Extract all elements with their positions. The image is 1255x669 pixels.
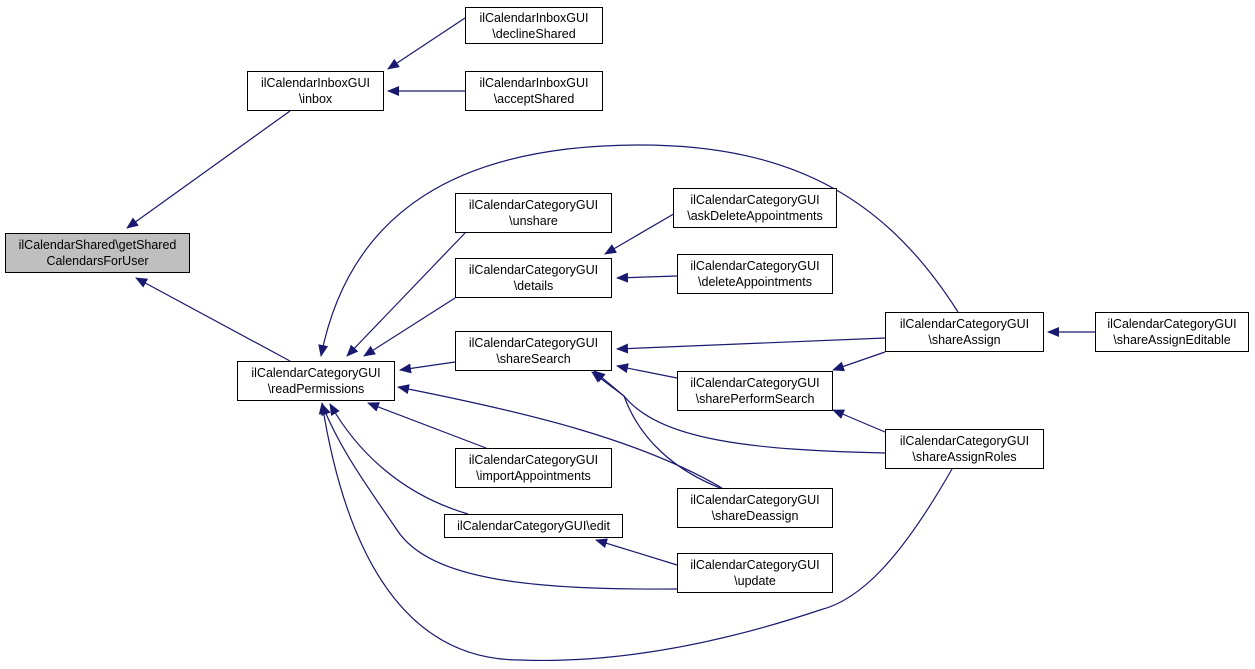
edge-unshare-to-readPermissions: [346, 232, 466, 357]
edge-shareAssign-to-sharePerformSearch: [832, 351, 886, 372]
node-unshare[interactable]: ilCalendarCategoryGUI \unshare: [455, 193, 612, 233]
edge-shareDeassign-to-shareSearch: [591, 371, 721, 489]
node-sharedeassign[interactable]: ilCalendarCategoryGUI \shareDeassign: [677, 488, 833, 528]
edge-update-to-readPermissions: [321, 403, 678, 590]
node-label-line-2: \askDeleteAppointments: [687, 209, 823, 223]
node-acceptshared[interactable]: ilCalendarInboxGUI \acceptShared: [465, 71, 603, 111]
edge-shareAssignRoles-to-readPermissions: [318, 402, 953, 661]
node-label-line-1: ilCalendarCategoryGUI: [899, 317, 1030, 331]
edge-importAppointments-to-readPermissions: [367, 402, 487, 449]
edge-shareAssignRoles-to-shareSearch: [593, 370, 886, 454]
node-update[interactable]: ilCalendarCategoryGUI \update: [677, 553, 833, 593]
node-label-line-2: \shareAssignEditable: [1113, 333, 1231, 347]
node-label-line-2: \shareAssign: [928, 333, 1001, 347]
node-sharesearch[interactable]: ilCalendarCategoryGUI \shareSearch: [455, 331, 612, 371]
node-label-line-1: ilCalendarCategoryGUI: [468, 263, 599, 277]
node-label-line-1: ilCalendarCategoryGUI: [690, 259, 820, 273]
node-label-line-2: \deleteAppointments: [698, 275, 812, 289]
edge-shareAssign-to-readPermissions: [318, 144, 959, 357]
node-label-line-1: ilCalendarCategoryGUI: [690, 493, 820, 507]
node-label-line-2: \shareDeassign: [711, 509, 799, 523]
node-label-line-2: CalendarsForUser: [46, 254, 149, 268]
edge-inbox-to-root: [126, 110, 291, 229]
edge-shareAssignRoles-to-sharePerformSearch: [832, 409, 886, 433]
node-importappointments[interactable]: ilCalendarCategoryGUI \importAppointment…: [455, 448, 612, 488]
edge-declineShared-to-inbox: [387, 17, 466, 70]
node-label-line-1: ilCalendarCategoryGUI\edit: [457, 519, 610, 533]
edge-shareDeassign-to-readPermissions: [397, 384, 723, 489]
node-shareassigneditable[interactable]: ilCalendarCategoryGUI \shareAssignEditab…: [1095, 312, 1249, 352]
edge-edit-to-readPermissions: [329, 403, 469, 515]
edge-sharePerformSearch-to-shareSearch: [616, 363, 678, 379]
node-label-line-1: ilCalendarShared\getShared: [18, 238, 177, 252]
edge-details-to-readPermissions: [363, 297, 456, 357]
node-shareassignroles[interactable]: ilCalendarCategoryGUI \shareAssignRoles: [885, 429, 1044, 469]
node-label-line-1: ilCalendarCategoryGUI: [468, 198, 599, 212]
node-readpermissions[interactable]: ilCalendarCategoryGUI \readPermissions: [237, 361, 395, 401]
edge-update-to-edit: [595, 538, 678, 566]
node-label-line-2: \acceptShared: [493, 92, 575, 106]
node-label-line-2: \readPermissions: [267, 382, 365, 396]
node-label-line-1: ilCalendarCategoryGUI: [899, 434, 1030, 448]
node-deleteappointments[interactable]: ilCalendarCategoryGUI \deleteAppointment…: [677, 254, 833, 294]
node-label-line-1: ilCalendarCategoryGUI: [1107, 317, 1237, 331]
node-label-line-2: \sharePerformSearch: [695, 392, 815, 406]
edge-readPermissions-to-root: [135, 277, 291, 362]
node-label-line-1: ilCalendarInboxGUI: [479, 10, 589, 25]
node-label-line-1: ilCalendarCategoryGUI: [690, 193, 820, 207]
node-label-line-1: ilCalendarInboxGUI: [479, 76, 589, 90]
node-inbox[interactable]: ilCalendarInboxGUI \inbox: [247, 71, 384, 111]
node-label-line-1: ilCalendarCategoryGUI: [468, 453, 599, 467]
edge-askDeleteAppointments-to-details: [604, 211, 678, 255]
node-edit[interactable]: ilCalendarCategoryGUI\edit: [444, 514, 623, 538]
node-label-line-2: \inbox: [298, 92, 333, 106]
node-declineshared[interactable]: ilCalendarInboxGUI \declineShared: [465, 7, 603, 44]
edge-deleteAppointments-to-details: [616, 272, 678, 283]
node-label-line-2: \update: [734, 574, 776, 588]
node-label-line-1: ilCalendarCategoryGUI: [690, 558, 820, 572]
node-label-line-2: \details: [513, 279, 554, 293]
node-label-line-1: ilCalendarInboxGUI: [260, 76, 371, 90]
node-label-line-2: \declineShared: [492, 26, 576, 41]
edge-shareAssign-to-shareSearch: [616, 337, 886, 354]
node-shareassign[interactable]: ilCalendarCategoryGUI \shareAssign: [885, 312, 1044, 352]
node-askdeleteappointments[interactable]: ilCalendarCategoryGUI \askDeleteAppointm…: [673, 188, 837, 228]
node-label-line-2: \unshare: [509, 214, 558, 228]
node-root-getsharedcalendarsforuser[interactable]: ilCalendarShared\getShared CalendarsForU…: [5, 233, 190, 273]
node-shareperformsearch[interactable]: ilCalendarCategoryGUI \sharePerformSearc…: [677, 371, 833, 411]
node-label-line-2: \shareSearch: [496, 352, 571, 366]
node-label-line-2: \importAppointments: [476, 469, 591, 483]
node-label-line-1: ilCalendarCategoryGUI: [468, 336, 599, 350]
edge-shareSearch-to-readPermissions: [399, 361, 456, 374]
node-details[interactable]: ilCalendarCategoryGUI \details: [455, 258, 612, 298]
node-label-line-1: ilCalendarCategoryGUI: [251, 366, 381, 380]
node-label-line-1: ilCalendarCategoryGUI: [690, 376, 820, 390]
node-label-line-2: \shareAssignRoles: [912, 450, 1017, 464]
